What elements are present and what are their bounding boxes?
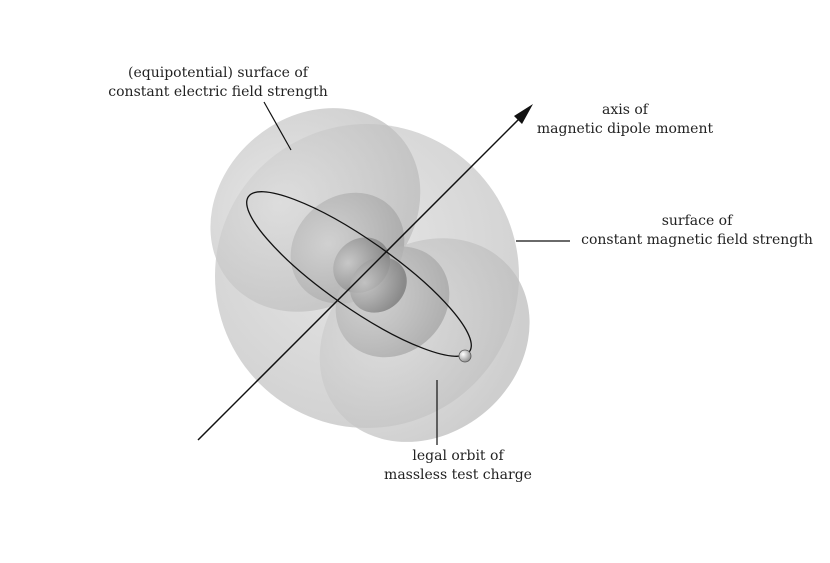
orbit-label: legal orbit of massless test charge [358, 447, 558, 485]
electric-surface-label-line2: constant electric field strength [108, 84, 328, 100]
magnetic-surface-label-line2: constant magnetic field strength [581, 232, 813, 248]
electric-surface-label-line1: (equipotential) surface of [128, 65, 308, 81]
magnetic-surface-label-line1: surface of [661, 213, 733, 229]
electric-surface-label: (equipotential) surface of constant elec… [88, 64, 348, 102]
test-charge-bead [458, 349, 472, 363]
test-charge-orbit [246, 191, 472, 357]
orbit-label-line2: massless test charge [384, 467, 532, 483]
axis-label-line1: axis of [602, 102, 648, 118]
axis-label: axis of magnetic dipole moment [520, 101, 730, 139]
orbit-label-line1: legal orbit of [412, 448, 504, 464]
axis-arrowhead-icon [514, 104, 533, 124]
axis-label-line2: magnetic dipole moment [536, 121, 714, 137]
magnetic-surface-label: surface of constant magnetic field stren… [566, 212, 828, 250]
electric-surface-leader [263, 101, 292, 151]
magnetic-dipole-axis [197, 115, 523, 441]
core-lobe-lower [349, 257, 407, 313]
